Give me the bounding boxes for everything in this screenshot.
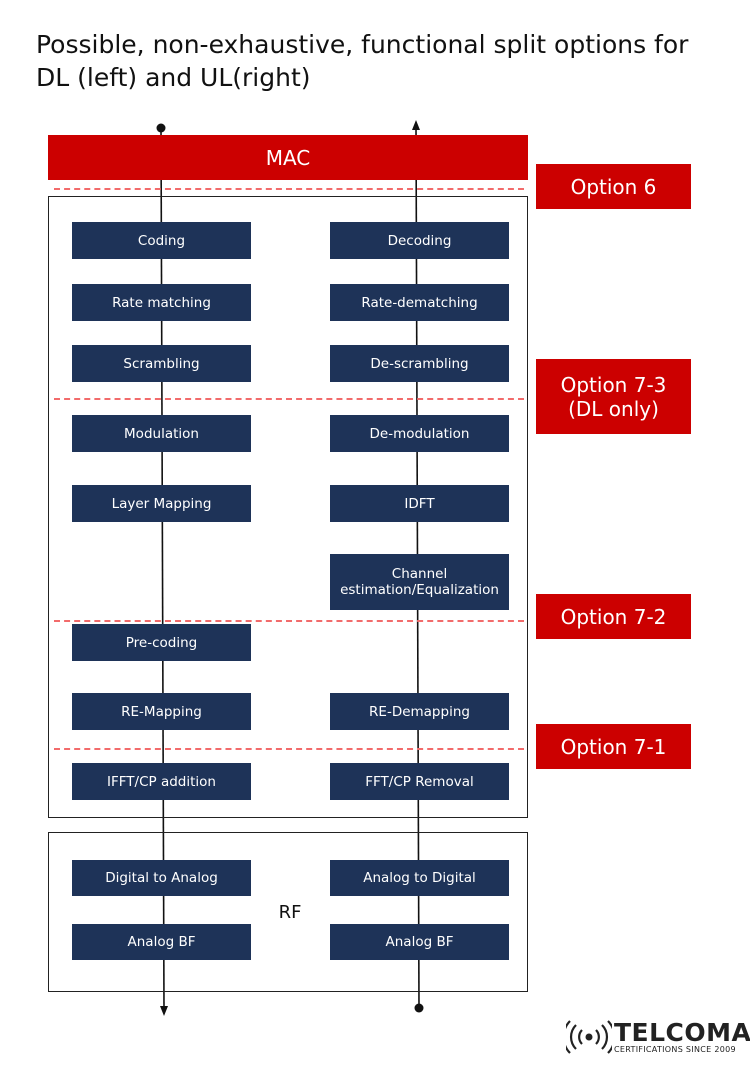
split-line-option-7-3 xyxy=(54,398,524,400)
dl-block-coding: Coding xyxy=(72,222,251,259)
dl-block-pre-coding: Pre-coding xyxy=(72,624,251,661)
dl-block-rate-matching: Rate matching xyxy=(72,284,251,321)
page-title: Possible, non-exhaustive, functional spl… xyxy=(36,30,689,92)
option-7-2-label: Option 7-2 xyxy=(536,594,691,639)
mac-block: MAC xyxy=(48,135,528,180)
rf-block-analog-bf-dl: Analog BF xyxy=(72,924,251,960)
logo-tagline: CERTIFICATIONS SINCE 2009 xyxy=(614,1045,736,1054)
ul-block-de-modulation: De-modulation xyxy=(330,415,509,452)
ul-block-decoding: Decoding xyxy=(330,222,509,259)
option-6-label: Option 6 xyxy=(536,164,691,209)
dl-block-ifft-cp-addition: IFFT/CP addition xyxy=(72,763,251,800)
rf-frame xyxy=(48,832,528,992)
telcoma-logo: TELCOMA CERTIFICATIONS SINCE 2009 xyxy=(566,1018,750,1058)
ul-arrow-head xyxy=(412,120,420,130)
ul-block-rate-dematching: Rate-dematching xyxy=(330,284,509,321)
phy-frame xyxy=(48,196,528,818)
dl-block-re-mapping: RE-Mapping xyxy=(72,693,251,730)
dl-start-dot xyxy=(156,123,166,133)
ul-end-dot xyxy=(414,1003,424,1013)
ul-block-channel-estimation: Channel estimation/Equalization xyxy=(330,554,509,610)
rf-block-digital-to-analog: Digital to Analog xyxy=(72,860,251,896)
dl-arrow-head xyxy=(160,1006,168,1016)
split-line-option-7-2 xyxy=(54,620,524,622)
ul-block-de-scrambling: De-scrambling xyxy=(330,345,509,382)
ul-block-re-demapping: RE-Demapping xyxy=(330,693,509,730)
dl-block-modulation: Modulation xyxy=(72,415,251,452)
dl-block-layer-mapping: Layer Mapping xyxy=(72,485,251,522)
ul-block-idft: IDFT xyxy=(330,485,509,522)
rf-block-analog-bf-ul: Analog BF xyxy=(330,924,509,960)
split-line-option-7-1 xyxy=(54,748,524,750)
option-7-1-label: Option 7-1 xyxy=(536,724,691,769)
option-7-3-label: Option 7-3 (DL only) xyxy=(536,359,691,434)
ul-block-fft-cp-removal: FFT/CP Removal xyxy=(330,763,509,800)
dl-block-scrambling: Scrambling xyxy=(72,345,251,382)
rf-label: RF xyxy=(278,902,302,923)
signal-waves-icon xyxy=(566,1020,612,1054)
logo-name: TELCOMA xyxy=(614,1018,750,1047)
rf-block-analog-to-digital: Analog to Digital xyxy=(330,860,509,896)
split-line-option-6 xyxy=(54,188,524,190)
